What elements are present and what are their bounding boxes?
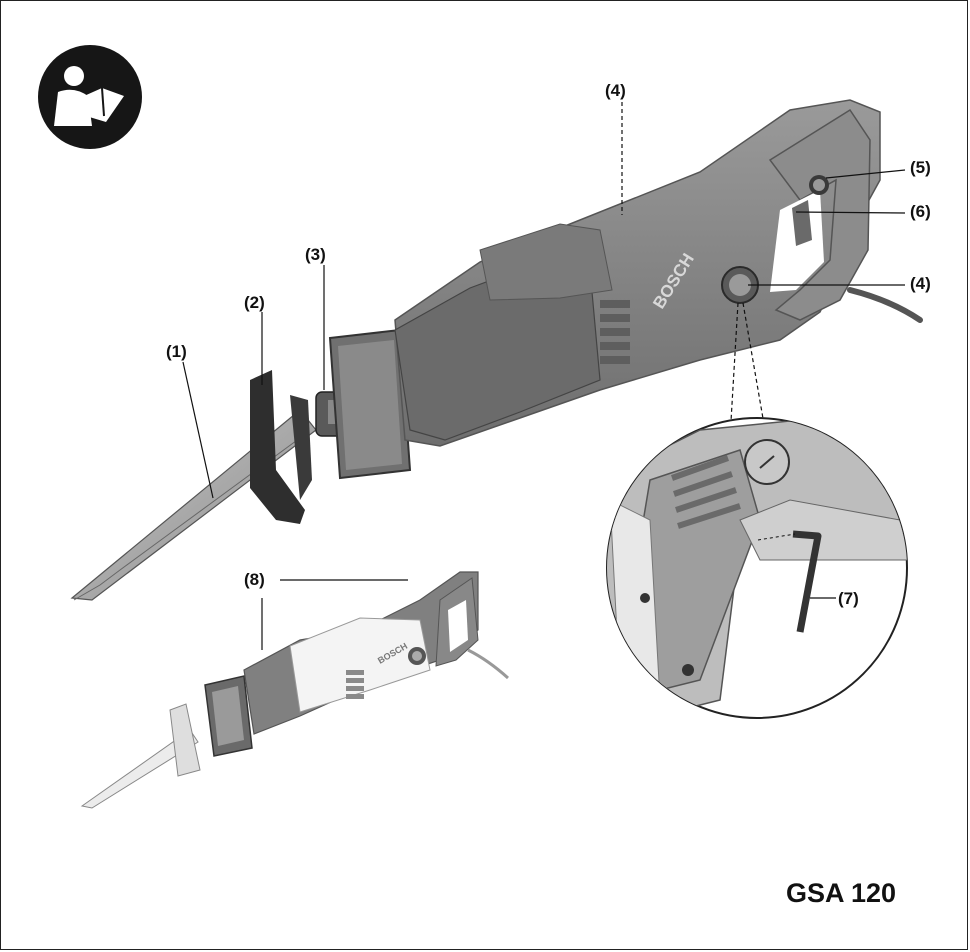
callout-5: (5) (910, 158, 931, 177)
main-saw (70, 99, 923, 601)
callout-1: (1) (166, 342, 187, 361)
callout-3: (3) (305, 245, 326, 264)
callout-7: (7) (838, 589, 859, 608)
callout-4-top: (4) (605, 81, 626, 100)
callout-6: (6) (910, 202, 931, 221)
secondary-saw (80, 571, 510, 809)
callout-4-right: (4) (910, 274, 931, 293)
detail-zoom-circle (606, 417, 908, 719)
callout-2: (2) (244, 293, 265, 312)
callout-8: (8) (244, 570, 265, 589)
model-name: GSA 120 (786, 878, 897, 908)
read-manual-icon (38, 45, 142, 149)
